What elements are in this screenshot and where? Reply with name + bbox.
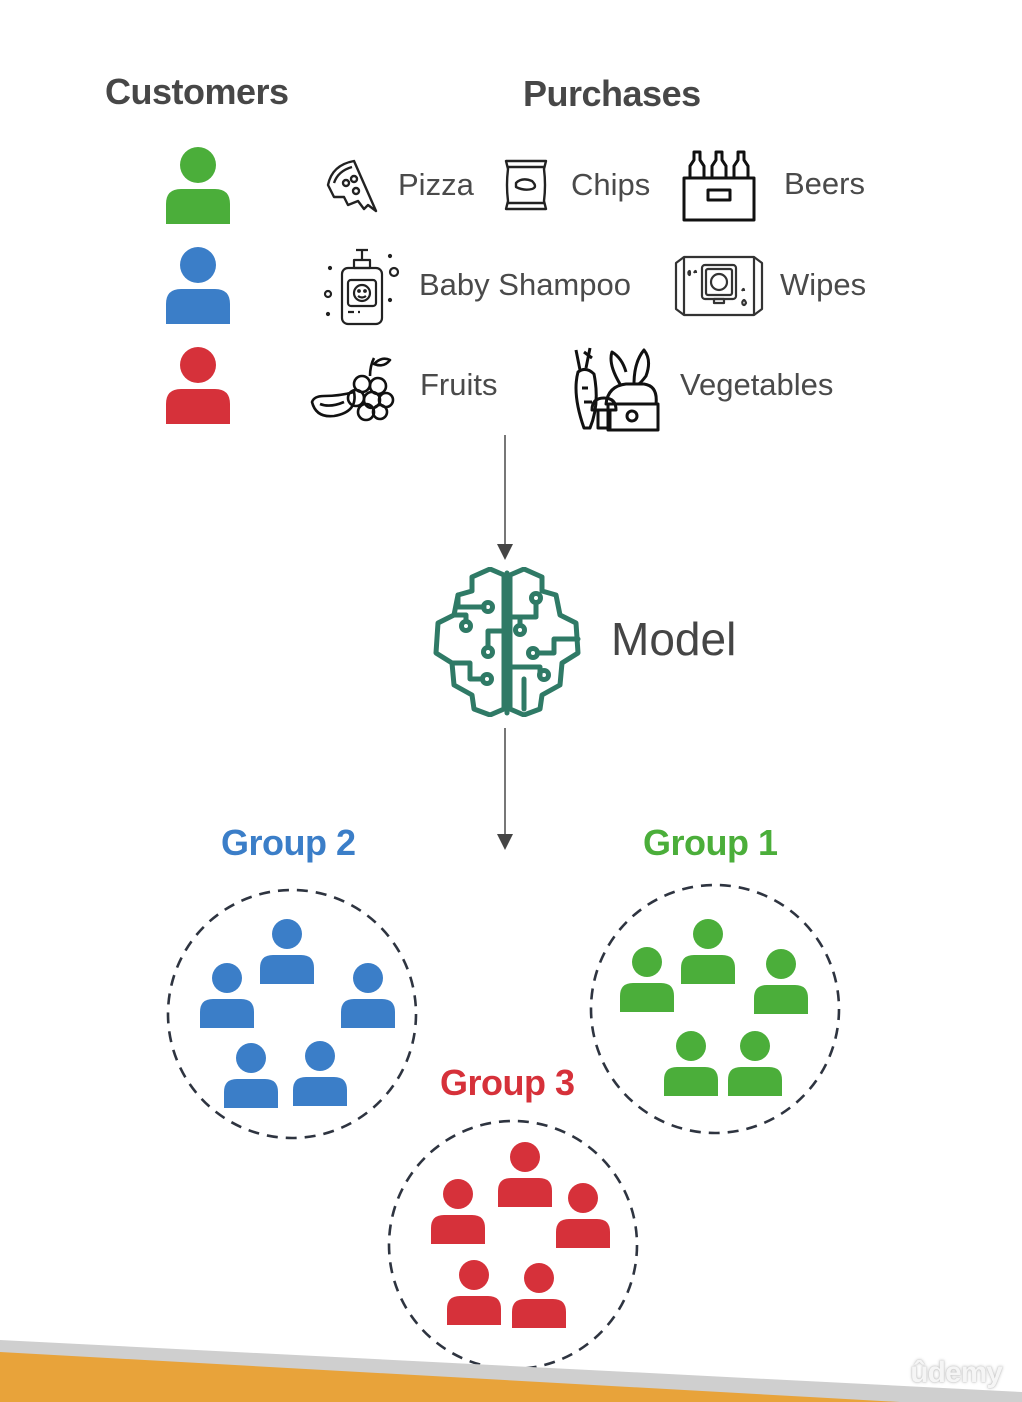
group-3-label: Group 3 — [440, 1062, 575, 1103]
group-member-person-icon — [753, 948, 809, 1016]
beers-icon — [682, 148, 756, 222]
purchase-label-pizza: Pizza — [398, 167, 474, 202]
arrowhead-down-icon — [497, 834, 513, 850]
group-member-person-icon — [511, 1262, 567, 1330]
purchase-label-fruits: Fruits — [420, 367, 498, 402]
purchase-label-chips: Chips — [571, 167, 651, 202]
group-1-cluster-boundary — [589, 883, 841, 1135]
purchase-label-beers: Beers — [784, 166, 865, 201]
customer-red-person-icon — [164, 346, 232, 426]
customer-blue-person-icon — [164, 246, 232, 326]
group-member-person-icon — [727, 1030, 783, 1098]
customers-heading: Customers — [105, 71, 289, 112]
group-member-person-icon — [555, 1182, 611, 1250]
group-member-person-icon — [259, 918, 315, 986]
baby-shampoo-icon — [320, 246, 400, 326]
fruits-icon — [310, 352, 396, 422]
group-member-person-icon — [340, 962, 396, 1030]
group-member-person-icon — [663, 1030, 719, 1098]
group-member-person-icon — [680, 918, 736, 986]
group-member-person-icon — [223, 1042, 279, 1110]
purchase-label-baby-shampoo: Baby Shampoo — [419, 267, 631, 302]
model-label: Model — [611, 613, 737, 665]
group-2-cluster-boundary — [166, 888, 418, 1140]
customer-green-person-icon — [164, 146, 232, 226]
group-2-label: Group 2 — [221, 822, 356, 863]
group-1-label: Group 1 — [643, 822, 778, 863]
group-member-person-icon — [619, 946, 675, 1014]
purchase-label-wipes: Wipes — [780, 267, 867, 302]
udemy-watermark: ûdemy — [910, 1356, 1003, 1389]
vegetables-icon — [568, 344, 660, 432]
brain-circuit-icon — [432, 567, 582, 717]
pizza-icon — [324, 157, 382, 215]
purchases-heading: Purchases — [523, 73, 701, 114]
group-member-person-icon — [446, 1259, 502, 1327]
chips-icon — [502, 157, 550, 213]
group-member-person-icon — [199, 962, 255, 1030]
wipes-icon — [674, 255, 764, 317]
purchase-label-vegetables: Vegetables — [680, 367, 834, 402]
arrowhead-down-icon — [497, 544, 513, 560]
group-member-person-icon — [497, 1141, 553, 1209]
group-member-person-icon — [292, 1040, 348, 1108]
group-member-person-icon — [430, 1178, 486, 1246]
